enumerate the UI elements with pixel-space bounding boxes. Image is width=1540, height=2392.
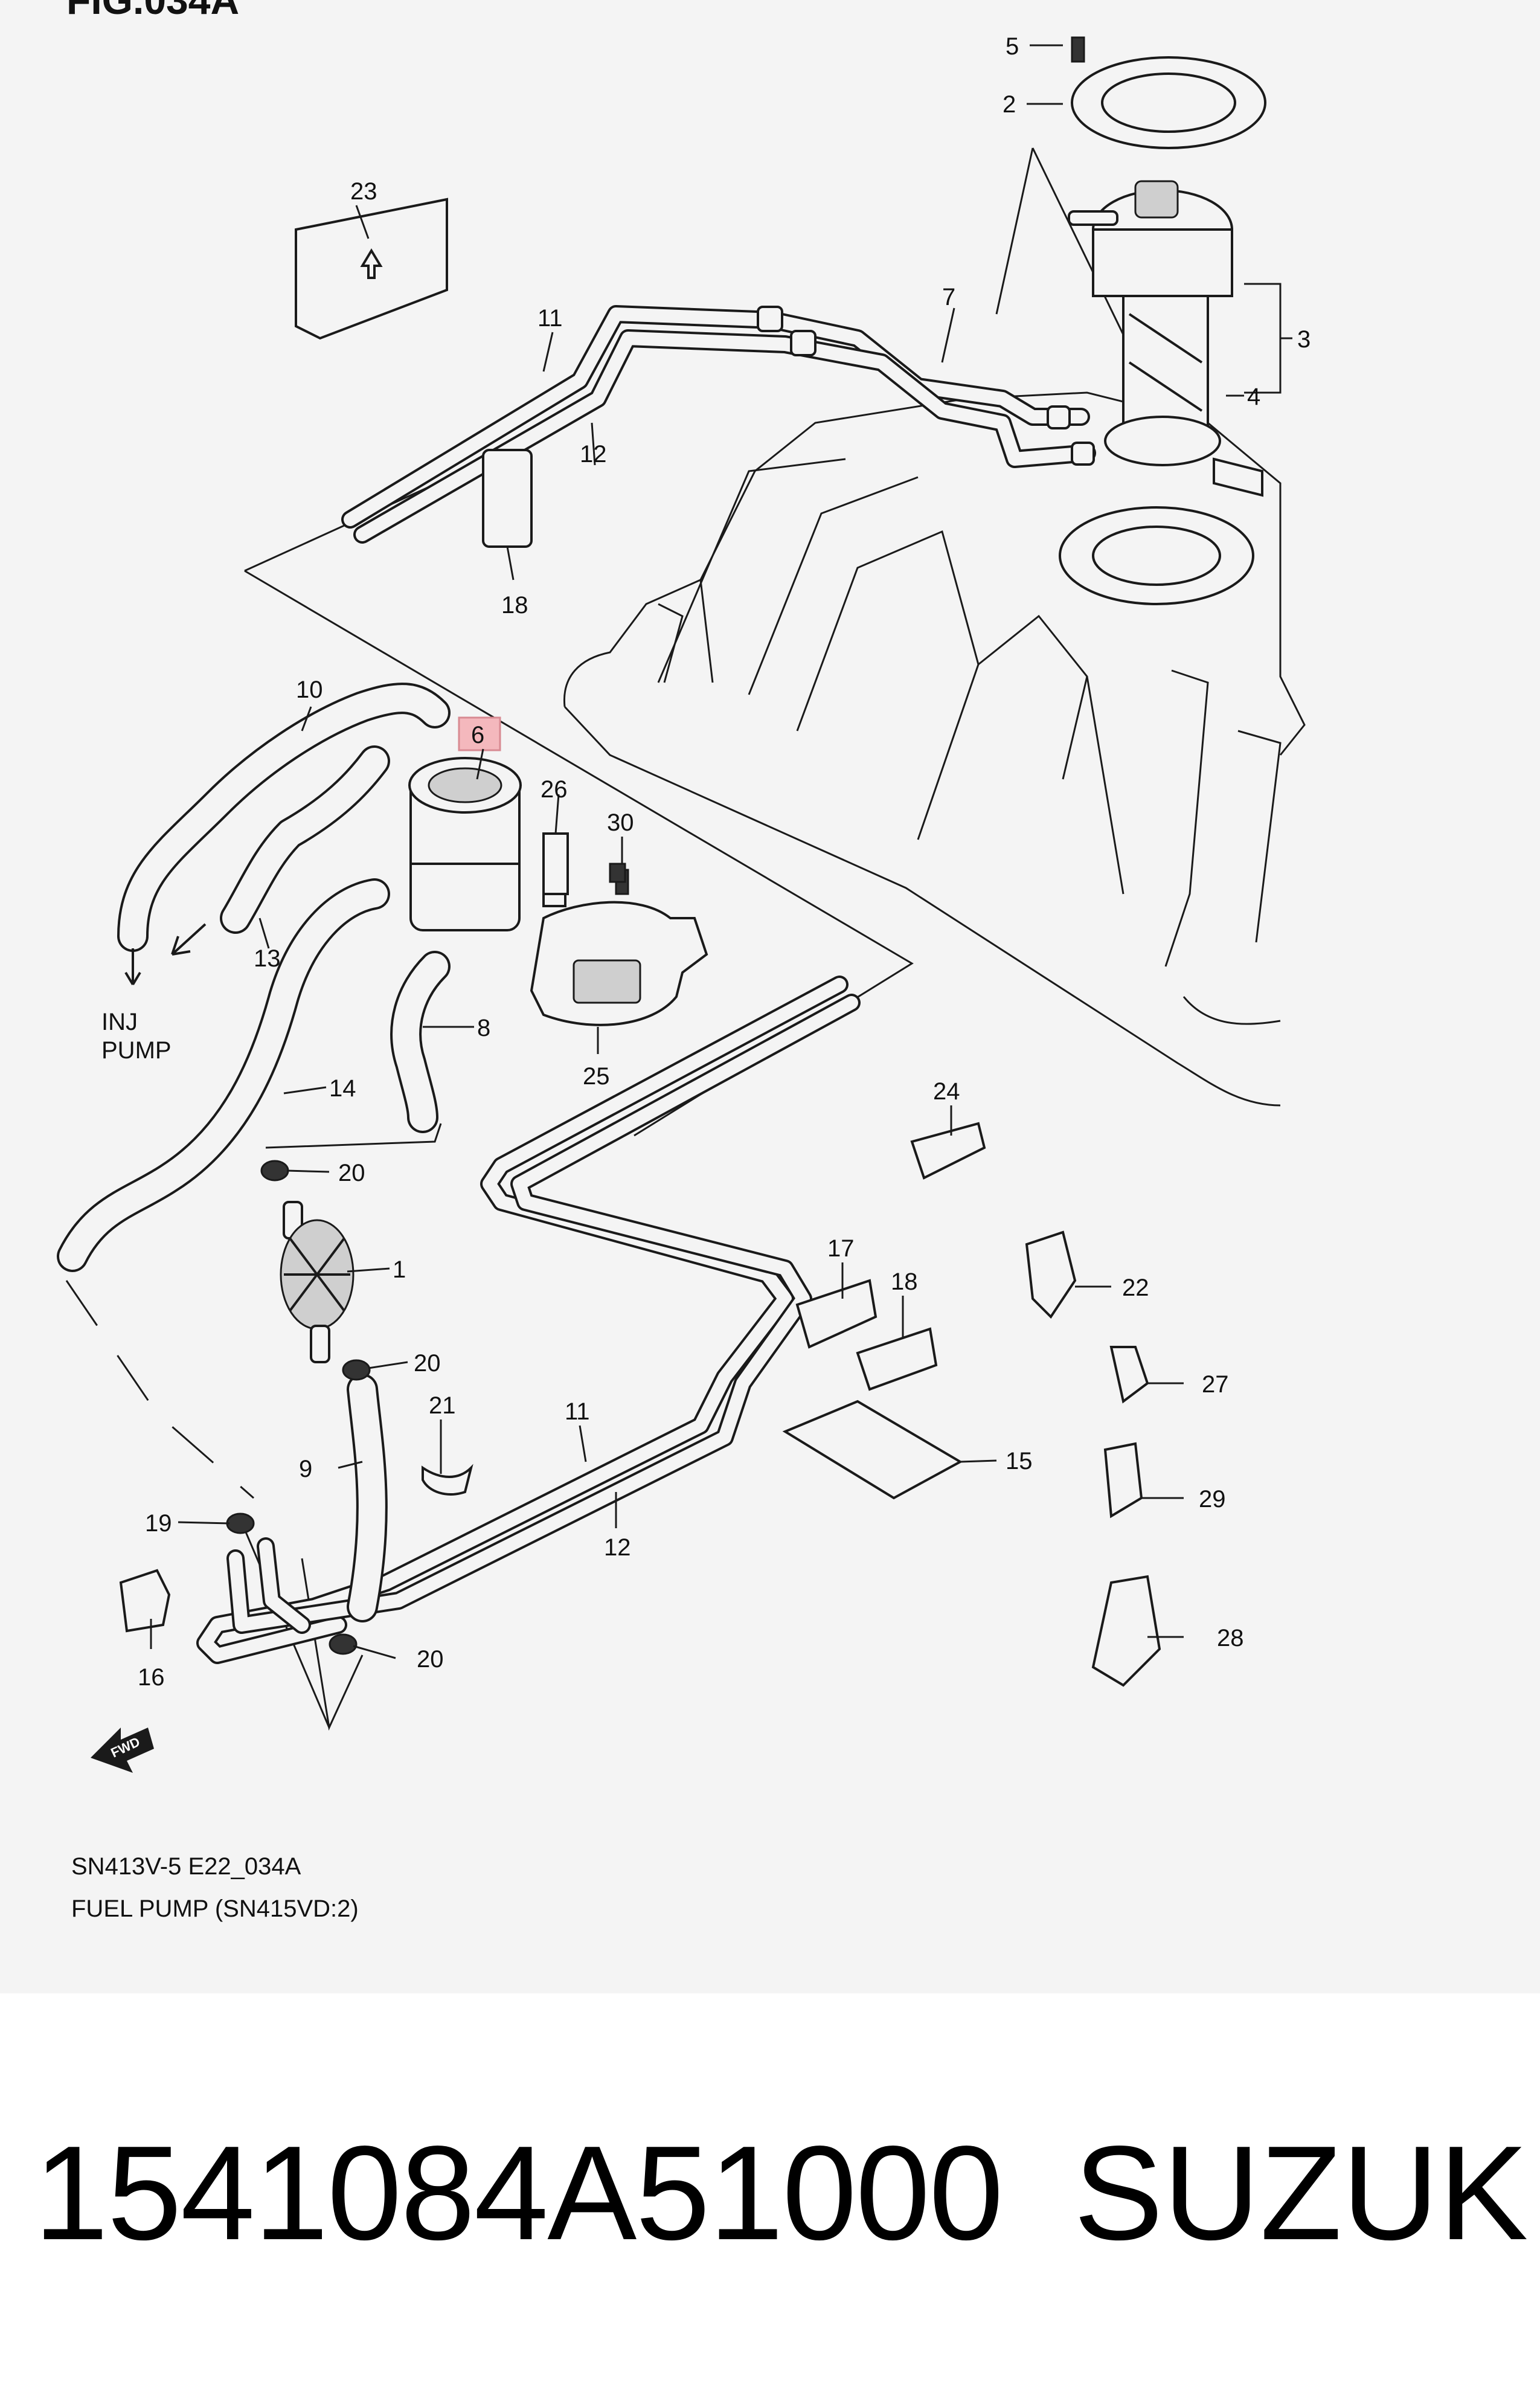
- callout-10: 10: [296, 677, 323, 703]
- leader-lines: [150, 44, 1292, 1659]
- pump-label: PUMP: [101, 1037, 172, 1064]
- priming-pump: [280, 1201, 355, 1363]
- callout-2: 2: [1003, 91, 1016, 118]
- callout-20-c: 20: [417, 1646, 444, 1673]
- lower-fuel-lines: [196, 976, 861, 1664]
- callout-18-bottom: 18: [891, 1268, 918, 1295]
- callout-5: 5: [1006, 33, 1019, 60]
- callout-16: 16: [138, 1664, 165, 1691]
- diagram-name: FUEL PUMP (SN415VD:2): [71, 1895, 359, 1922]
- brand-name: SUZUKI: [1074, 2118, 1540, 2268]
- callout-21: 21: [429, 1392, 456, 1419]
- callout-26: 26: [541, 776, 568, 803]
- diagram-canvas: FWD: [57, 33, 1311, 1773]
- callout-14: 14: [329, 1075, 356, 1102]
- callout-7: 7: [942, 284, 955, 310]
- callout-12-top: 12: [580, 441, 607, 468]
- inj-pump-down-arrow: [124, 948, 141, 986]
- callout-30: 30: [607, 809, 634, 836]
- callout-11-bottom: 11: [565, 1398, 590, 1425]
- callout-11-top: 11: [537, 305, 563, 332]
- callout-29: 29: [1199, 1486, 1226, 1513]
- callout-15: 15: [1006, 1448, 1033, 1474]
- callout-1: 1: [393, 1256, 406, 1283]
- highlight-box: [458, 716, 501, 751]
- callout-25: 25: [583, 1063, 610, 1090]
- clips: [119, 198, 1161, 1687]
- figure-title: FIG.034A: [66, 0, 240, 22]
- hoses: [57, 683, 451, 1622]
- callout-9: 9: [299, 1456, 312, 1482]
- inj-label: INJ: [101, 1009, 138, 1035]
- fwd-arrow: FWD: [91, 1728, 154, 1773]
- callout-22: 22: [1122, 1275, 1149, 1301]
- callout-8: 8: [477, 1015, 490, 1041]
- callout-27: 27: [1202, 1371, 1229, 1398]
- callout-28: 28: [1217, 1625, 1244, 1651]
- callout-18-top: 18: [501, 592, 528, 619]
- callout-13: 13: [254, 945, 281, 972]
- callout-20-b: 20: [414, 1350, 441, 1377]
- diagram-code: SN413V-5 E22_034A: [71, 1853, 301, 1880]
- callout-20-a: 20: [338, 1160, 365, 1186]
- callout-17: 17: [827, 1235, 855, 1262]
- callout-4: 4: [1247, 384, 1260, 410]
- callout-labels: 5 2 3 4 7 23 11 12 18 10 6 26 30 13 8 25…: [101, 33, 1311, 1691]
- part-number: 1541084A51000: [34, 2118, 1004, 2268]
- callout-6: 6: [471, 722, 484, 748]
- inj-pump-arrow: [171, 923, 207, 956]
- fuel-filter: [408, 757, 708, 1026]
- product-band: [0, 1993, 1540, 2392]
- fuel-pump-module: [1059, 36, 1266, 605]
- callout-3: 3: [1297, 326, 1311, 353]
- callout-24: 24: [933, 1078, 960, 1105]
- upper-fuel-lines: [341, 305, 1096, 544]
- callout-19: 19: [145, 1510, 172, 1537]
- callout-12-bottom: 12: [604, 1534, 631, 1561]
- parts-diagram: FWD: [0, 0, 1540, 1993]
- callout-23: 23: [350, 178, 377, 205]
